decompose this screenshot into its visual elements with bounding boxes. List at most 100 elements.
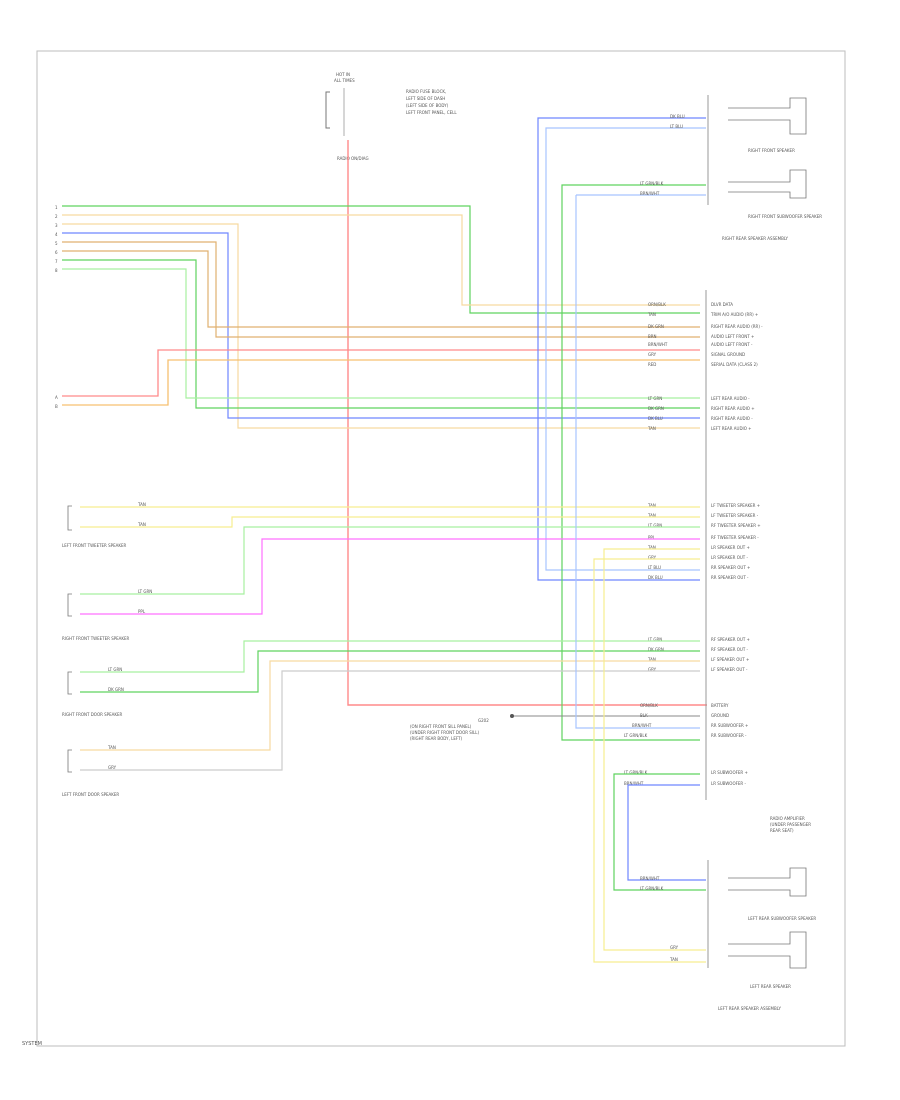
amp-desc-2-1: LEFT REAR AUDIO - xyxy=(711,396,750,401)
amp-wire-4-4: GRY xyxy=(648,667,657,672)
amp-label-1: RADIO AMPLIFIER xyxy=(770,816,805,821)
rf-tweeter-wire-label-2: PPL xyxy=(138,609,146,614)
harness-pin-1: 1 xyxy=(55,205,58,210)
amp-desc-3-7: RR SPEAKER OUT + xyxy=(711,565,750,570)
rf-tweeter-wire-2 xyxy=(80,538,700,615)
amp-wire-1-2: TAN xyxy=(647,312,656,317)
harness-pin-4: 4 xyxy=(55,232,58,237)
rf-door-wire-label-1: LT GRN xyxy=(108,667,122,672)
lr-sub-wire-1 xyxy=(613,773,706,891)
amp-desc-3-3: RF TWEETER SPEAKER + xyxy=(711,523,761,528)
amp-desc-5-3: RR SUBWOOFER + xyxy=(711,723,748,728)
harness-pin-5: 5 xyxy=(55,241,58,246)
rr-speaker-wire-2 xyxy=(545,127,706,571)
amp-desc-1-3: RIGHT REAR AUDIO (RR) - xyxy=(711,324,763,329)
fuse-note-line-2: LEFT SIDE OF DASH xyxy=(406,96,445,101)
diagram-frame xyxy=(36,50,846,1047)
rf-door-label: RIGHT FRONT DOOR SPEAKER xyxy=(62,712,123,717)
lr-sub-wire-label-2: LT GRN/BLK xyxy=(640,886,664,891)
g-note-1: G202 xyxy=(478,718,489,723)
harness-wire-1 xyxy=(62,205,700,314)
amp-desc-6-2: LR SUBWOOFER - xyxy=(711,781,746,786)
amp-desc-3-2: LF TWEETER SPEAKER - xyxy=(711,513,759,518)
amp-wire-1-6: GRY xyxy=(648,352,657,357)
amp-wire-4-3: TAN xyxy=(647,657,656,662)
ground-point xyxy=(510,714,514,718)
amp-desc-2-3: RIGHT REAR AUDIO - xyxy=(711,416,753,421)
left-harness-connector: 1 2 3 4 5 6 7 8 xyxy=(55,205,58,273)
amp-wire-3-1: TAN xyxy=(647,503,656,508)
left-front-door-connector: LEFT FRONT DOOR SPEAKER xyxy=(62,749,119,797)
lr-speaker-wire-label-2: TAN xyxy=(669,957,678,962)
lf-tweeter-wire-2 xyxy=(80,516,700,528)
lr-sub-wire-label-1: BRN/WHT xyxy=(640,876,660,881)
harness-pin-2: 2 xyxy=(55,214,58,219)
amp-wire-5-4: LT GRN/BLK xyxy=(624,733,648,738)
lf-door-wire-2 xyxy=(80,670,700,771)
rr-assembly-label: RIGHT REAR SPEAKER ASSEMBLY xyxy=(722,236,789,241)
amp-desc-1-6: SIGNAL GROUND xyxy=(711,352,745,357)
amp-desc-5-2: GROUND xyxy=(711,713,729,718)
lr-speaker-wire-2 xyxy=(593,558,706,963)
harness-wire-7 xyxy=(62,259,700,409)
power-wire-orange xyxy=(62,359,700,406)
amp-wire-2-2: DK GRN xyxy=(648,406,664,411)
amp-desc-3-6: LR SPEAKER OUT - xyxy=(711,555,748,560)
rf-door-wire-1 xyxy=(80,640,700,673)
g-note-4: (RIGHT REAR BODY, LEFT) xyxy=(410,736,463,741)
amp-desc-4-1: RF SPEAKER OUT + xyxy=(711,637,750,642)
harness-wire-6 xyxy=(62,250,700,328)
harness-wire-4 xyxy=(62,232,700,419)
amp-wire-2-4: TAN xyxy=(647,426,656,431)
amp-desc-3-4: RF TWEETER SPEAKER - xyxy=(711,535,759,540)
left-rear-subwoofer: LEFT REAR SUBWOOFER SPEAKER xyxy=(728,867,816,921)
rf-subwoofer-label: RIGHT FRONT SUBWOOFER SPEAKER xyxy=(748,214,822,219)
harness-wire-5 xyxy=(62,241,700,338)
lr-speaker-wire-label-1: GRY xyxy=(670,945,679,950)
lr-speaker-label: LEFT REAR SPEAKER xyxy=(750,984,791,989)
amp-wire-5-3: BRN/WHT xyxy=(632,723,652,728)
amp-wire-1-7: RED xyxy=(648,362,656,367)
amp-wire-5-1: ORN/BLK xyxy=(640,703,658,708)
harness-pin-8: 8 xyxy=(55,268,58,273)
top-fuse-connector: HOT IN ALL TIMES RADIO ON/DIAG xyxy=(325,72,369,161)
left-rear-speaker: LEFT REAR SPEAKER xyxy=(728,931,807,989)
g-note-3: (UNDER RIGHT FRONT DOOR SILL) xyxy=(410,730,479,735)
amp-desc-1-2: TRIM A/O AUDIO (RR) + xyxy=(710,312,758,317)
rf-door-wire-2 xyxy=(80,650,700,693)
amp-desc-5-4: RR SUBWOOFER - xyxy=(711,733,747,738)
amp-desc-1-1: DLVR DATA xyxy=(711,302,733,307)
amp-wire-3-7: LT BLU xyxy=(648,565,661,570)
amp-desc-3-5: LR SPEAKER OUT + xyxy=(711,545,750,550)
all-times-label: ALL TIMES xyxy=(334,78,355,83)
rr-sub-wire-label-1: LT GRN/BLK xyxy=(640,181,664,186)
amp-wire-4-2: DK GRN xyxy=(648,647,664,652)
lf-door-label: LEFT FRONT DOOR SPEAKER xyxy=(62,792,119,797)
harness-wire-2 xyxy=(62,214,700,306)
amp-wire-2-1: LT GRN xyxy=(648,396,662,401)
power-pin-b: B xyxy=(55,404,58,409)
rr-sub-wire-label-2: BRN/WHT xyxy=(640,191,660,196)
amp-desc-1-7: SERIAL DATA (CLASS 2) xyxy=(711,362,758,367)
hot-in-label: HOT IN xyxy=(336,72,350,77)
rf-speaker-label: RIGHT FRONT SPEAKER xyxy=(748,148,795,153)
harness-pin-7: 7 xyxy=(55,259,58,264)
harness-pin-6: 6 xyxy=(55,250,58,255)
rf-door-wire-label-2: DK GRN xyxy=(108,687,124,692)
lr-speaker-wire-1 xyxy=(603,548,706,951)
amp-desc-2-4: LEFT REAR AUDIO + xyxy=(711,426,752,431)
rr-speaker-wire-1 xyxy=(537,117,706,581)
rr-sub-wire-1 xyxy=(561,184,706,741)
fuse-note-line-3: (LEFT SIDE OF BODY) xyxy=(406,103,449,108)
amp-wire-3-4: PPL xyxy=(648,535,656,540)
fuse-note-line-4: LEFT FRONT PANEL, CELL xyxy=(406,110,457,115)
amp-wire-1-4: BRN xyxy=(648,334,657,339)
amplifier-pin-descriptions: DLVR DATA TRIM A/O AUDIO (RR) + RIGHT RE… xyxy=(710,302,763,786)
harness-wire-8 xyxy=(62,268,700,399)
harness-pin-3: 3 xyxy=(55,223,58,228)
right-front-tweeter-connector: RIGHT FRONT TWEETER SPEAKER xyxy=(62,593,130,641)
lf-door-wire-1 xyxy=(80,660,700,751)
power-wire-red xyxy=(62,349,700,397)
rr-speaker-wire-label-1: DK BLU xyxy=(670,114,685,119)
